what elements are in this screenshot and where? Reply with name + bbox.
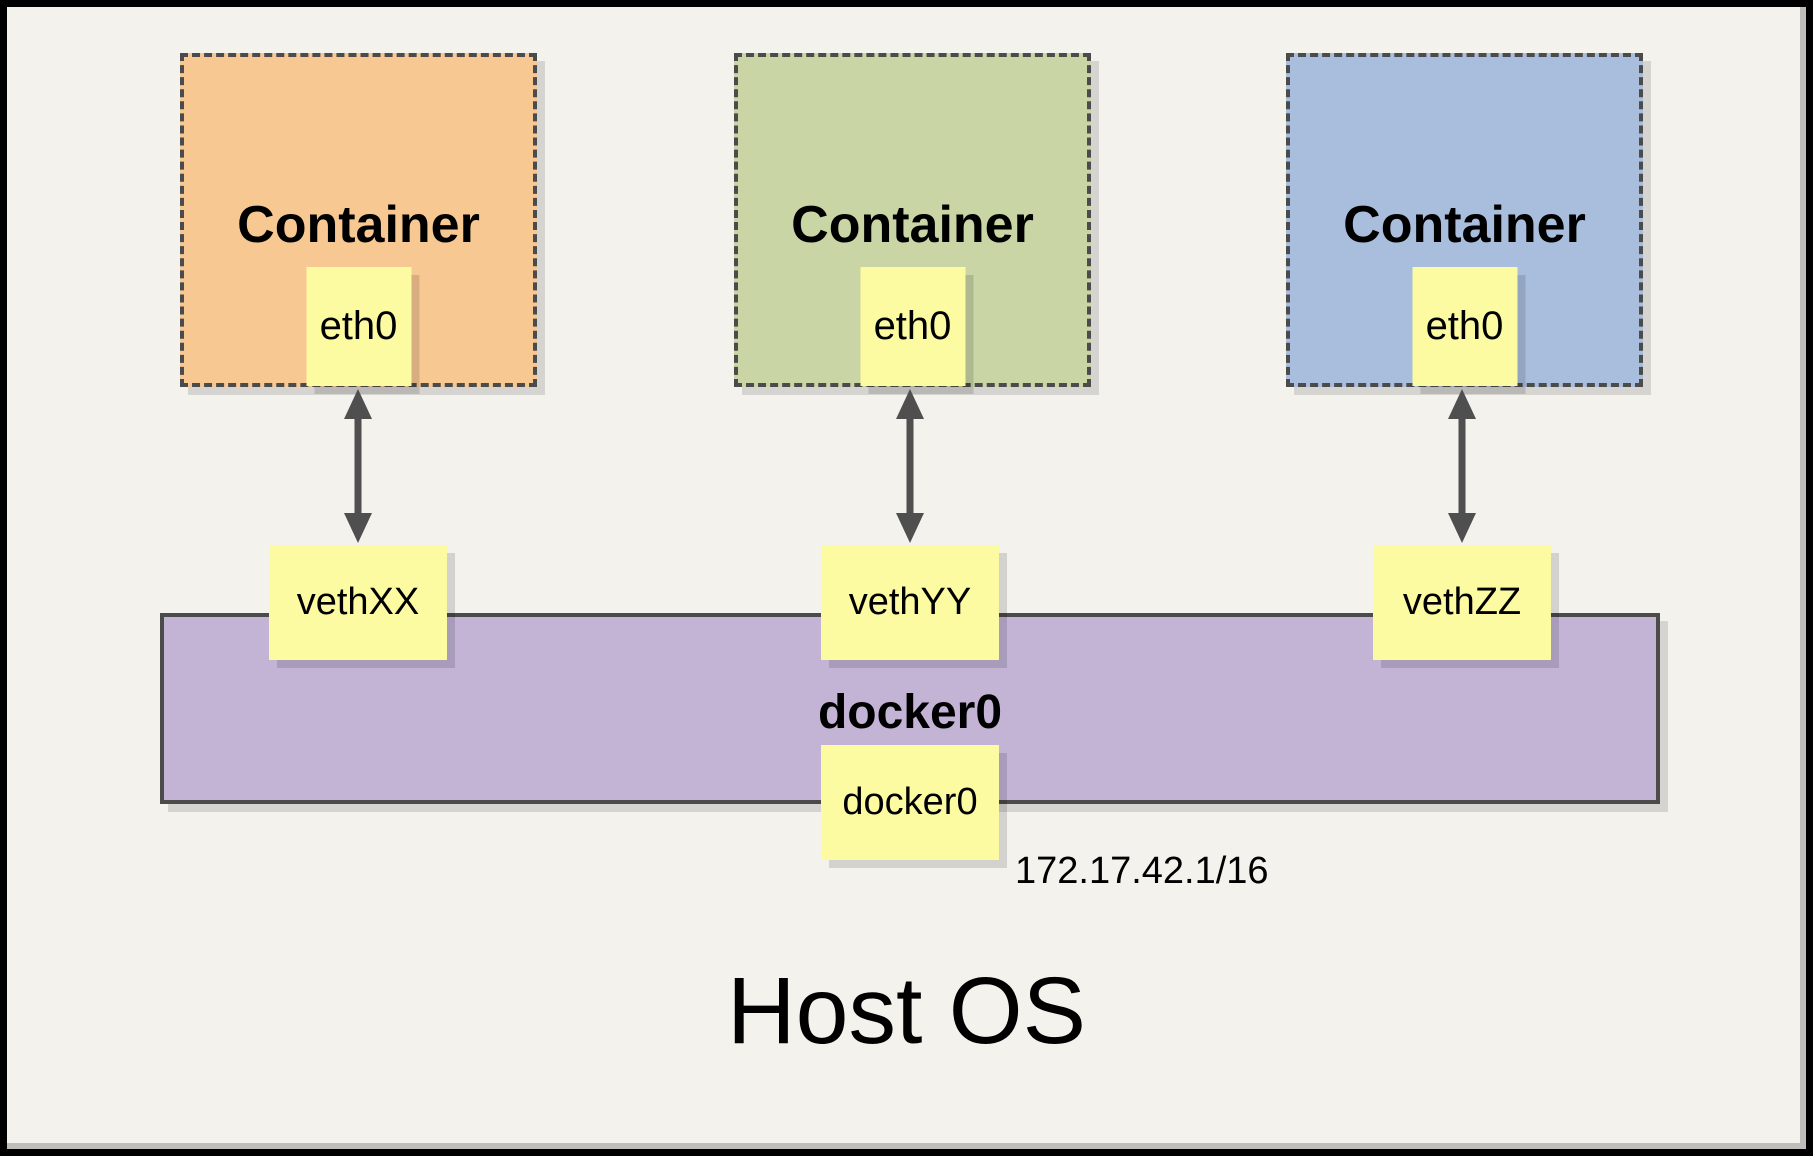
veth-interface-box-3: vethZZ (1373, 545, 1551, 660)
docker0-bridge-title: docker0 (817, 686, 1003, 739)
veth-interface-box-2: vethYY (821, 545, 999, 660)
container-box-3: Container eth0 (1286, 53, 1643, 387)
bidirectional-arrow-icon (896, 389, 924, 543)
container-title: Container (1343, 196, 1586, 254)
eth0-interface-box: eth0 (306, 267, 411, 386)
container-box-1: Container eth0 (180, 53, 537, 387)
bridge-ip-label: 172.17.42.1/16 (1015, 850, 1269, 892)
eth0-interface-box: eth0 (860, 267, 965, 386)
container-box-2: Container eth0 (734, 53, 1091, 387)
container-title: Container (791, 196, 1034, 254)
veth-interface-box-1: vethXX (269, 545, 447, 660)
host-os-label: Host OS (727, 958, 1086, 1064)
docker0-interface-box: docker0 (821, 745, 999, 860)
bidirectional-arrow-icon (344, 389, 372, 543)
container-title: Container (237, 196, 480, 254)
eth0-interface-box: eth0 (1412, 267, 1517, 386)
bidirectional-arrow-icon (1448, 389, 1476, 543)
